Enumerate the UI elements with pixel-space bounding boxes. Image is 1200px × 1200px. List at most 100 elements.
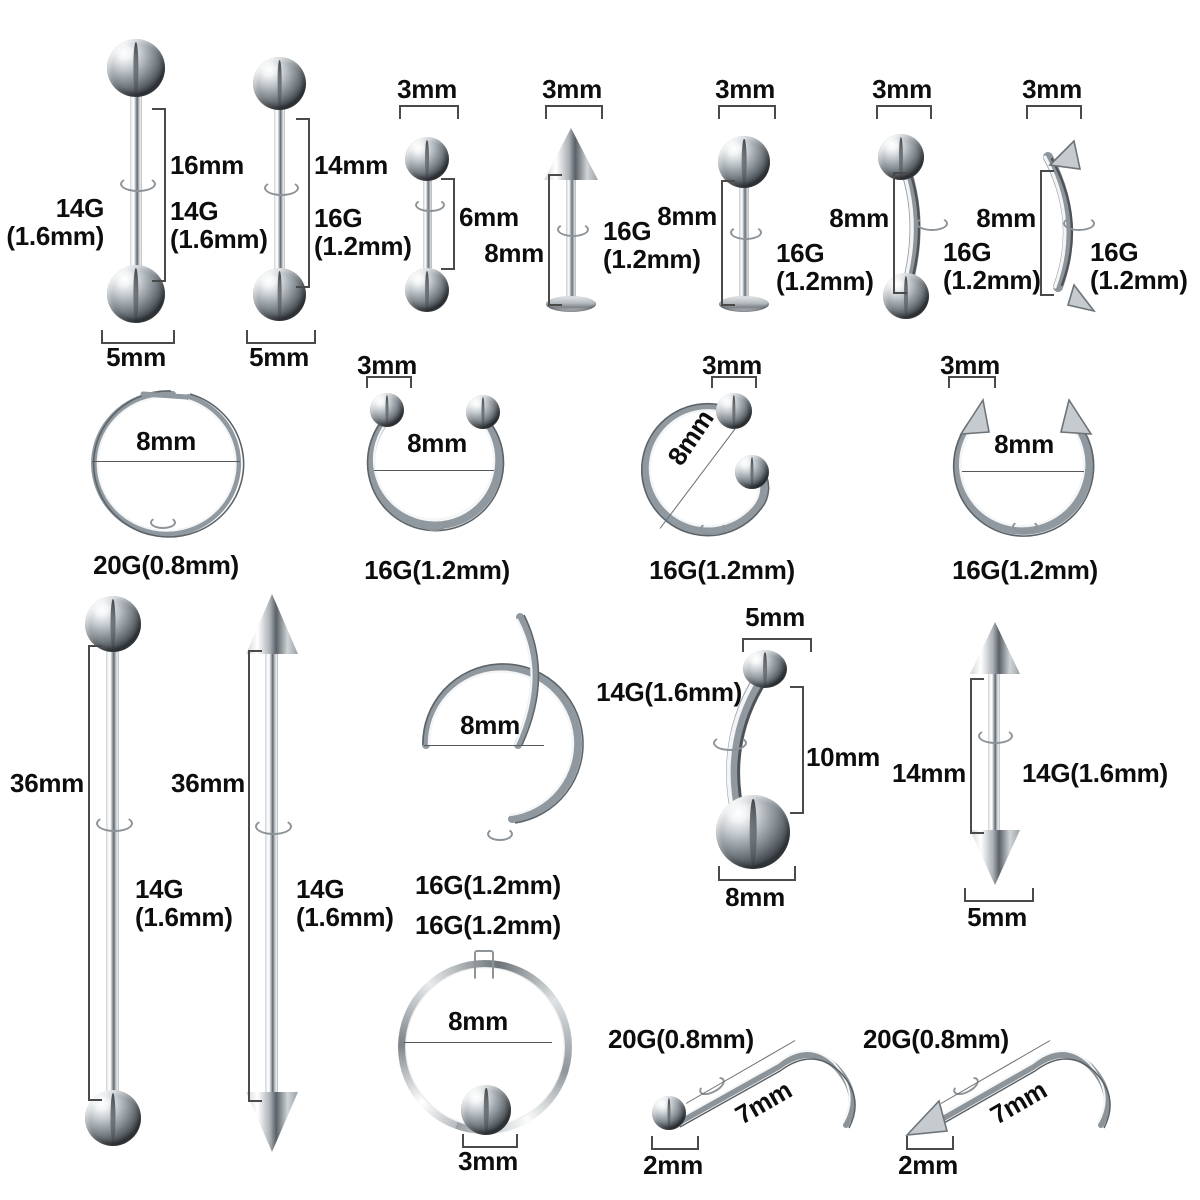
label-gauge-16g: 16G (1.2mm) xyxy=(776,238,874,296)
spike-top-cone xyxy=(970,622,1020,674)
ball-bracket xyxy=(651,1136,699,1150)
label-length-10mm: 10mm xyxy=(806,742,880,772)
labret-cone-top xyxy=(544,128,598,180)
ball-bracket xyxy=(101,330,175,344)
length-bracket xyxy=(88,645,102,1101)
label-gauge-14g: 14G (1.6mm) xyxy=(296,874,394,932)
label-length-8mm: 8mm xyxy=(657,201,717,231)
label-length-8mm: 8mm xyxy=(484,238,544,268)
label-gauge-16g: 16G(1.2mm) xyxy=(649,555,795,585)
diameter-line xyxy=(962,471,1084,472)
nose-screw-ball xyxy=(652,1096,686,1130)
thread-mark xyxy=(557,222,589,237)
industrial-top-cone xyxy=(246,594,298,654)
label-diameter-8mm: 8mm xyxy=(448,1006,508,1036)
ring-gap-mark xyxy=(474,950,494,980)
spiral-bottom-ball xyxy=(735,455,769,489)
label-gauge-14g-2: 14G (1.6mm) xyxy=(170,196,268,254)
label-gauge-16g-top: 16G(1.2mm) xyxy=(415,870,561,900)
label-length-14mm: 14mm xyxy=(892,758,966,788)
barbell-shaft xyxy=(130,95,142,295)
label-gauge-20g: 20G(0.8mm) xyxy=(863,1024,1009,1054)
barbell-shaft xyxy=(274,108,285,298)
diameter-line xyxy=(424,745,544,746)
label-ball-5mm: 5mm xyxy=(249,342,309,372)
barbell-top-ball xyxy=(253,57,306,110)
label-ball-2mm: 2mm xyxy=(643,1150,703,1180)
label-gauge-16g: 16G (1.2mm) xyxy=(1090,237,1188,295)
ball-bracket xyxy=(711,376,757,388)
ball-bracket xyxy=(246,330,316,344)
thread-mark xyxy=(255,818,292,835)
length-bracket xyxy=(790,686,804,814)
diameter-line xyxy=(374,470,494,471)
thread-mark xyxy=(730,225,762,240)
bottom-ball-bracket xyxy=(718,866,796,881)
open-hoop-ring xyxy=(91,390,245,538)
barbell-top-ball xyxy=(107,39,165,97)
label-ball-3mm: 3mm xyxy=(702,350,762,380)
thread-mark xyxy=(1012,520,1038,533)
label-cone-3mm: 3mm xyxy=(542,74,602,104)
label-gauge-16g: 16G(1.2mm) xyxy=(364,555,510,585)
labret-flat-back-disc xyxy=(546,296,596,312)
label-cone-3mm: 3mm xyxy=(940,350,1000,380)
cone-bracket xyxy=(964,888,1034,902)
length-bracket xyxy=(1040,170,1054,296)
barbell-bottom-ball xyxy=(107,265,165,323)
thread-mark xyxy=(415,198,445,212)
label-cone-5mm: 5mm xyxy=(967,902,1027,932)
thread-mark xyxy=(978,728,1013,744)
ball-bracket xyxy=(876,105,932,119)
label-ball-5mm: 5mm xyxy=(106,342,166,372)
spiral-ring xyxy=(640,402,770,537)
thread-mark xyxy=(120,176,156,192)
label-length-8mm: 8mm xyxy=(829,203,889,233)
label-length-6mm: 6mm xyxy=(459,202,519,232)
label-gauge-16g: 16G (1.2mm) xyxy=(603,216,701,274)
label-gauge-16g: 16G (1.2mm) xyxy=(943,237,1041,295)
label-diameter-8mm: 8mm xyxy=(407,428,467,458)
length-bracket xyxy=(548,174,562,306)
labret-flat-back-disc xyxy=(719,296,769,312)
barbell-bottom-ball xyxy=(253,268,306,321)
nose-screw-cone-wire xyxy=(905,1050,1111,1137)
length-bracket xyxy=(152,108,166,282)
label-ball-3mm: 3mm xyxy=(357,350,417,380)
cone-bracket xyxy=(906,1136,954,1150)
label-gauge-14g: 14G (1.6mm) xyxy=(6,193,104,251)
thread-mark xyxy=(96,815,133,832)
label-diameter-8mm: 8mm xyxy=(460,710,520,740)
captive-bead xyxy=(461,1085,511,1135)
thread-mark xyxy=(700,522,726,535)
top-ball-bracket xyxy=(742,638,812,652)
label-gauge-20g: 20G(0.8mm) xyxy=(93,550,239,580)
label-ball-3mm: 3mm xyxy=(872,74,932,104)
length-bracket xyxy=(441,178,455,270)
label-length-36mm: 36mm xyxy=(171,768,245,798)
label-gauge-20g: 20G(0.8mm) xyxy=(608,1024,754,1054)
curved-bottom-ball xyxy=(883,273,929,319)
industrial-shaft xyxy=(265,650,278,1100)
length-bracket xyxy=(970,678,984,834)
label-diameter-8mm: 8mm xyxy=(994,429,1054,459)
thread-mark xyxy=(421,518,447,531)
diameter-line xyxy=(404,1042,552,1043)
label-length-14mm: 14mm xyxy=(314,150,388,180)
label-bottom-ball-8mm: 8mm xyxy=(725,882,785,912)
belly-top-ball xyxy=(743,650,787,688)
barbell-shaft xyxy=(423,168,432,286)
label-gauge-14g: 14G(1.6mm) xyxy=(596,677,742,707)
length-bracket xyxy=(721,180,735,306)
label-gauge-16g: 16G (1.2mm) xyxy=(314,203,412,261)
labret-ball-top xyxy=(718,136,770,188)
cone-bracket xyxy=(545,105,603,119)
spiral-top-ball xyxy=(716,393,752,429)
label-gauge-14g: 14G (1.6mm) xyxy=(135,874,233,932)
length-bracket xyxy=(248,650,262,1102)
label-ball-3mm: 3mm xyxy=(715,74,775,104)
label-length-16mm: 16mm xyxy=(170,150,244,180)
cone-bracket xyxy=(1026,105,1082,119)
hinge-mark xyxy=(487,827,513,841)
